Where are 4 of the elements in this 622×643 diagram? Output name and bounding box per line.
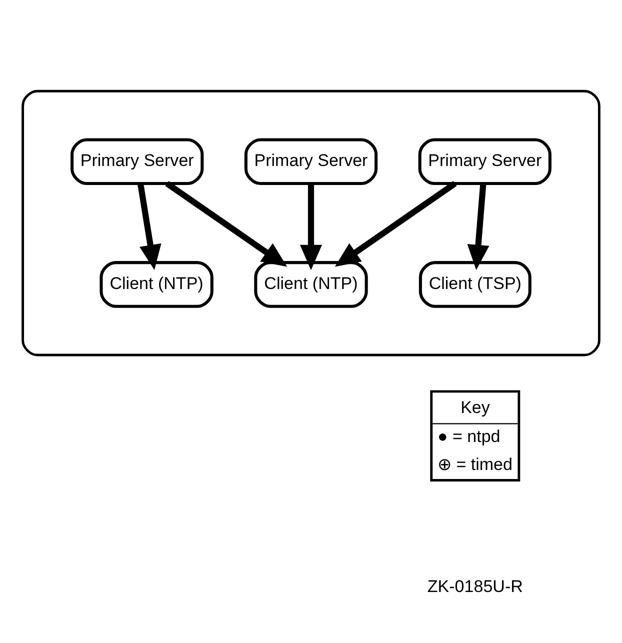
label: ZK-0185U-R bbox=[427, 576, 523, 596]
legend-label: ⊕ = timed bbox=[437, 454, 512, 474]
legend-label: ● = ntpd bbox=[437, 426, 500, 446]
label: Key bbox=[460, 397, 490, 416]
